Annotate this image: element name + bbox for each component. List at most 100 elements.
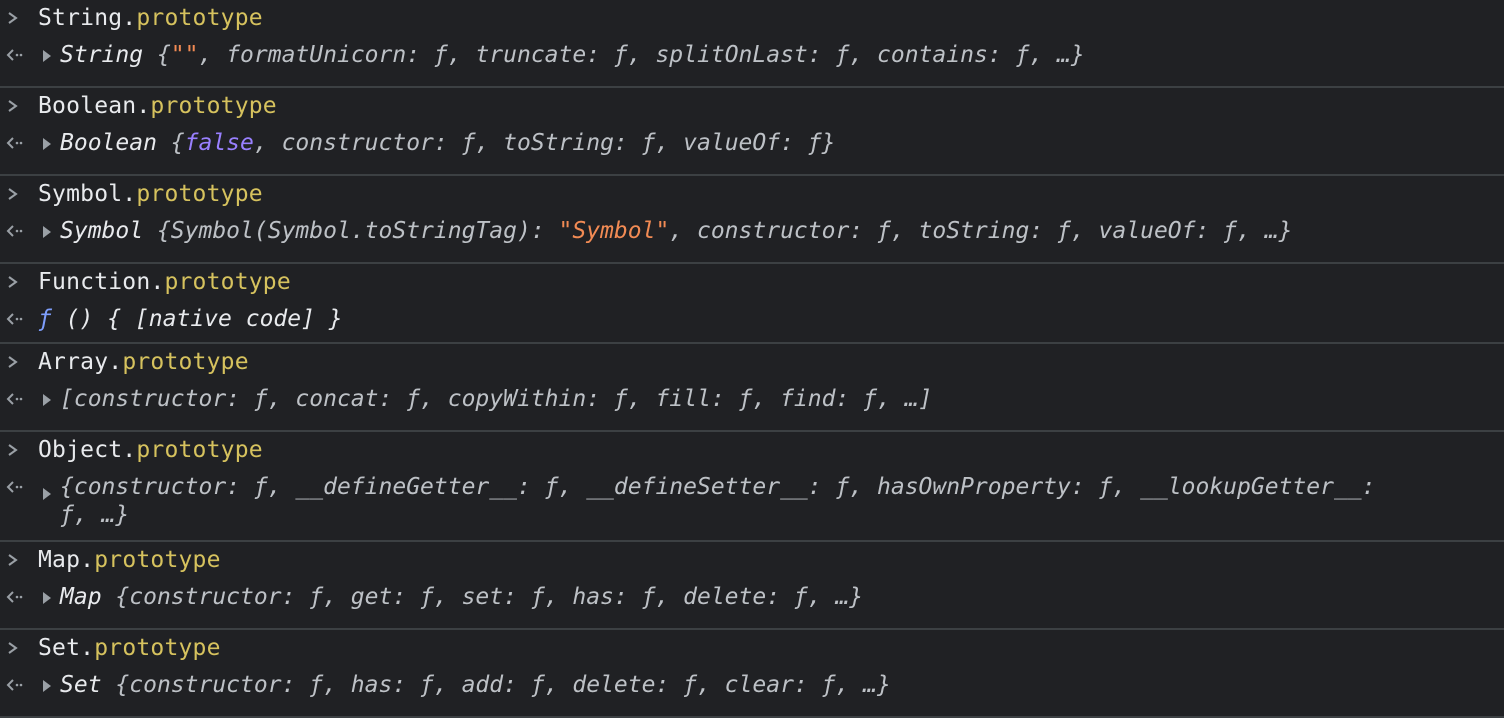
preview-properties: , constructor: ƒ, toString: ƒ, valueOf: … <box>669 218 1293 244</box>
result-arrow-icon <box>0 129 38 157</box>
input-dot: . <box>136 93 151 119</box>
result-arrow-icon <box>0 583 38 611</box>
console-input-line: Function.prototype <box>0 264 1504 304</box>
console-input-line: Boolean.prototype <box>0 88 1504 128</box>
result-arrow-icon <box>0 473 38 501</box>
preview-properties: constructor: ƒ, concat: ƒ, copyWithin: ƒ… <box>73 386 933 412</box>
chevron-right-icon <box>0 180 38 208</box>
triangle-right-icon[interactable] <box>38 473 60 501</box>
console-input-line: Object.prototype <box>0 432 1504 472</box>
input-object: Function <box>38 269 151 295</box>
object-preview[interactable]: Set {constructor: ƒ, has: ƒ, add: ƒ, del… <box>60 671 1460 699</box>
preview-properties: , constructor: ƒ, toString: ƒ, valueOf: … <box>253 130 836 156</box>
console-input-line: Symbol.prototype <box>0 176 1504 216</box>
preview-open: { <box>143 42 171 68</box>
object-type-label: Boolean <box>60 130 157 156</box>
console-output-line: {constructor: ƒ, __defineGetter__: ƒ, __… <box>0 472 1504 540</box>
object-type-label: Map <box>60 584 102 610</box>
object-type-label: Set <box>60 672 102 698</box>
triangle-right-icon[interactable] <box>38 583 60 611</box>
console-output-line: String {"", formatUnicorn: ƒ, truncate: … <box>0 40 1504 86</box>
primitive-value: "" <box>170 42 199 68</box>
input-dot: . <box>80 547 95 573</box>
console-entry: Array.prototype [constructor: ƒ, concat:… <box>0 344 1504 432</box>
console-entry: Function.prototype ƒ () { [native code] … <box>0 264 1504 344</box>
result-arrow-icon <box>0 41 38 69</box>
input-object: Symbol <box>38 181 123 207</box>
result-arrow-icon <box>0 217 38 245</box>
console-output-line: ƒ () { [native code] } <box>0 304 1504 342</box>
console-output-line: Set {constructor: ƒ, has: ƒ, add: ƒ, del… <box>0 670 1504 716</box>
preview-open: [ <box>60 386 74 412</box>
console-input-code: Array.prototype <box>38 348 249 376</box>
chevron-right-icon <box>0 634 38 662</box>
input-property: prototype <box>136 5 263 31</box>
input-dot: . <box>122 181 137 207</box>
triangle-right-icon[interactable] <box>38 41 60 69</box>
input-dot: . <box>150 269 165 295</box>
console-output-line: [constructor: ƒ, concat: ƒ, copyWithin: … <box>0 384 1504 430</box>
console-input-code: Function.prototype <box>38 268 291 296</box>
preview-open: { <box>101 672 130 698</box>
console-input-code: Set.prototype <box>38 634 221 662</box>
result-arrow-icon <box>0 671 38 699</box>
console-output-line: Boolean {false, constructor: ƒ, toString… <box>0 128 1504 174</box>
console-input-line: String.prototype <box>0 0 1504 40</box>
console-input-line: Array.prototype <box>0 344 1504 384</box>
console-input-code: Object.prototype <box>38 436 263 464</box>
preview-properties: constructor: ƒ, has: ƒ, add: ƒ, delete: … <box>129 672 891 698</box>
preview-open: { <box>101 584 130 610</box>
triangle-right-icon[interactable] <box>38 671 60 699</box>
primitive-value: false <box>184 130 254 156</box>
chevron-right-icon <box>0 436 38 464</box>
primitive-value: "Symbol" <box>558 218 670 244</box>
console-entry: Boolean.prototype Boolean {false, constr… <box>0 88 1504 176</box>
input-object: Map <box>38 547 81 573</box>
input-dot: . <box>122 437 137 463</box>
console-entry: Set.prototype Set {constructor: ƒ, has: … <box>0 630 1504 718</box>
object-preview[interactable]: [constructor: ƒ, concat: ƒ, copyWithin: … <box>60 385 1460 413</box>
input-object: Object <box>38 437 123 463</box>
input-dot: . <box>122 5 137 31</box>
console-input-code: Map.prototype <box>38 546 221 574</box>
chevron-right-icon <box>0 348 38 376</box>
object-preview[interactable]: Map {constructor: ƒ, get: ƒ, set: ƒ, has… <box>60 583 1460 611</box>
preview-properties: constructor: ƒ, __defineGetter__: ƒ, __d… <box>60 474 1376 528</box>
console-input-code: Boolean.prototype <box>38 92 277 120</box>
console-output-line: Map {constructor: ƒ, get: ƒ, set: ƒ, has… <box>0 582 1504 628</box>
console-output-line: Symbol {Symbol(Symbol.toStringTag): "Sym… <box>0 216 1504 262</box>
console-input-line: Map.prototype <box>0 542 1504 582</box>
object-preview[interactable]: {constructor: ƒ, __defineGetter__: ƒ, __… <box>60 473 1460 529</box>
input-object: Boolean <box>38 93 137 119</box>
preview-open: { <box>156 130 185 156</box>
object-preview[interactable]: String {"", formatUnicorn: ƒ, truncate: … <box>60 41 1460 69</box>
object-type-label: Symbol <box>60 218 144 244</box>
input-dot: . <box>108 349 123 375</box>
input-property: prototype <box>136 181 263 207</box>
input-dot: . <box>80 635 95 661</box>
console-input-line: Set.prototype <box>0 630 1504 670</box>
input-property: prototype <box>94 547 221 573</box>
triangle-right-icon[interactable] <box>38 217 60 245</box>
object-preview[interactable]: Boolean {false, constructor: ƒ, toString… <box>60 129 1460 157</box>
object-preview[interactable]: Symbol {Symbol(Symbol.toStringTag): "Sym… <box>60 217 1460 245</box>
chevron-right-icon <box>0 4 38 32</box>
input-object: String <box>38 5 123 31</box>
input-property: prototype <box>150 93 277 119</box>
input-object: Set <box>38 635 81 661</box>
preview-open: {Symbol(Symbol.toStringTag): <box>143 218 559 244</box>
preview-open: { <box>60 474 74 500</box>
triangle-right-icon[interactable] <box>38 129 60 157</box>
function-glyph: ƒ <box>38 306 52 332</box>
function-preview[interactable]: ƒ () { [native code] } <box>38 305 1438 333</box>
console-entry: Symbol.prototype Symbol {Symbol(Symbol.t… <box>0 176 1504 264</box>
chevron-right-icon <box>0 268 38 296</box>
native-code-text: () { [native code] } <box>51 306 343 332</box>
input-property: prototype <box>136 437 263 463</box>
input-property: prototype <box>94 635 221 661</box>
preview-properties: constructor: ƒ, get: ƒ, set: ƒ, has: ƒ, … <box>129 584 864 610</box>
triangle-right-icon[interactable] <box>38 385 60 413</box>
result-arrow-icon <box>0 385 38 413</box>
chevron-right-icon <box>0 546 38 574</box>
